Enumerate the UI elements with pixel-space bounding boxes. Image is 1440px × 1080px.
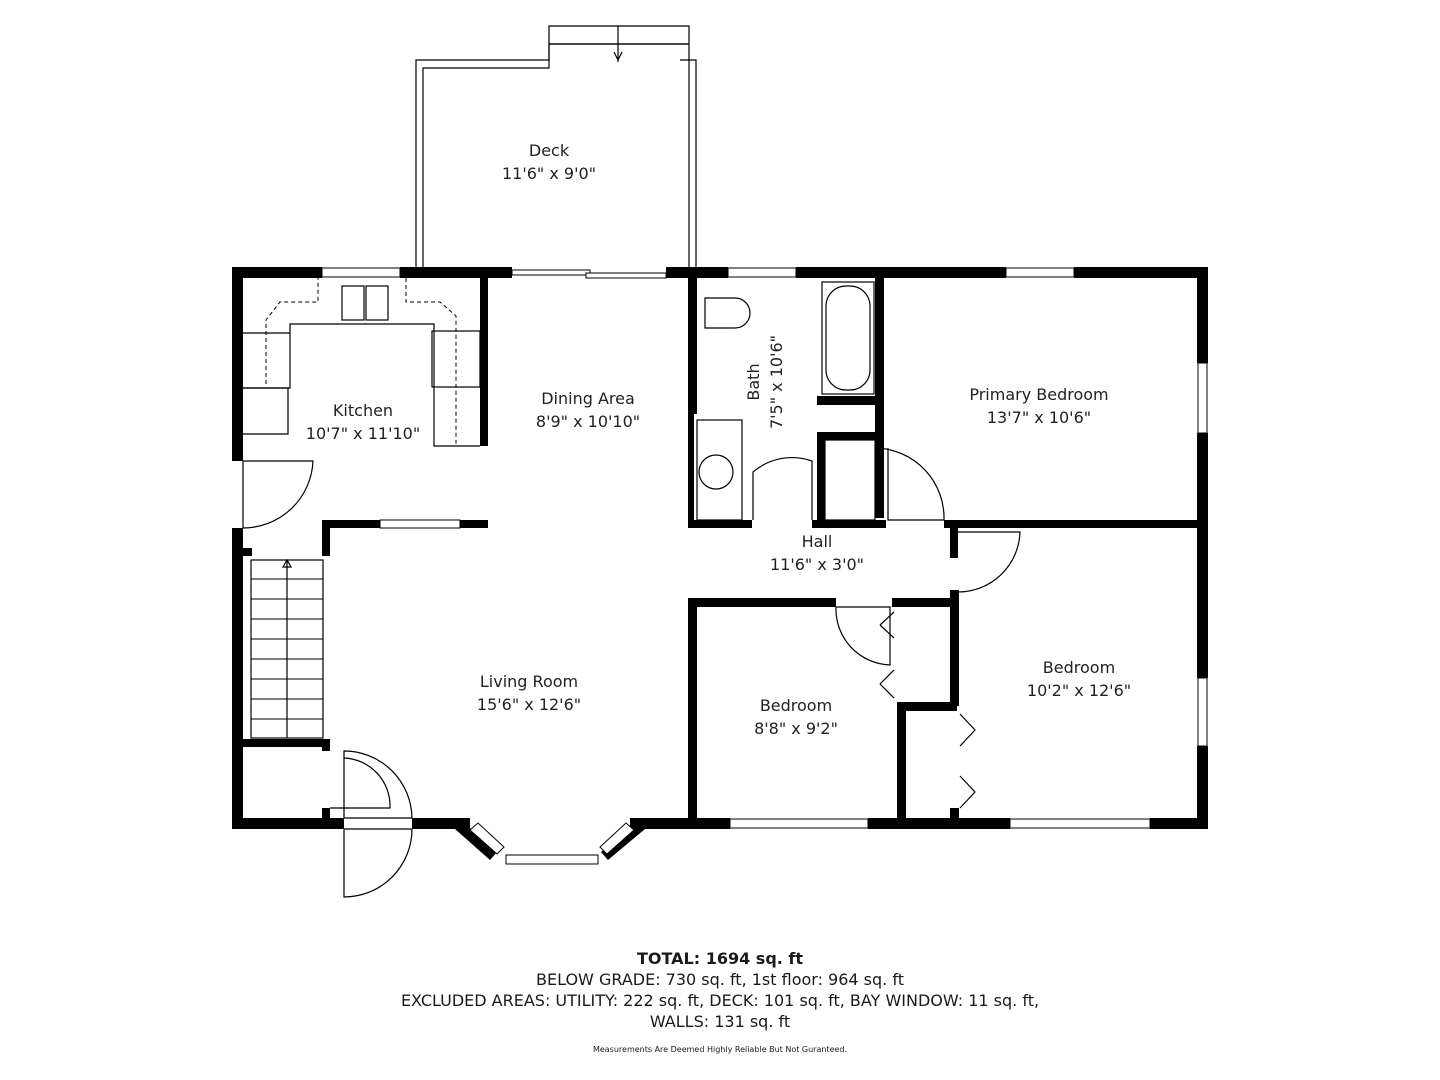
room-label-kitchen: Kitchen 10'7" x 11'10"	[306, 399, 420, 445]
room-dimensions: 8'8" x 9'2"	[754, 719, 838, 738]
walls-area: WALLS: 131 sq. ft	[649, 1012, 791, 1031]
entry-doors	[330, 531, 1021, 898]
room-name: Deck	[528, 141, 570, 160]
room-dimensions: 11'6" x 3'0"	[769, 555, 865, 574]
room-label-living-room: Living Room 15'6" x 12'6"	[477, 670, 581, 716]
room-label-dining: Dining Area 8'9" x 10'10"	[536, 387, 640, 433]
grade-breakdown: BELOW GRADE: 730 sq. ft, 1st floor: 964 …	[536, 970, 904, 989]
deck-outline	[415, 25, 697, 268]
room-label-bedroom-large: Bedroom 10'2" x 12'6"	[1027, 656, 1131, 702]
room-label-primary-bedroom: Primary Bedroom 13'7" x 10'6"	[969, 383, 1108, 429]
room-dimensions: 10'2" x 12'6"	[1026, 681, 1132, 700]
room-dimensions: 15'6" x 12'6"	[476, 695, 582, 714]
disclaimer: Measurements Are Deemed Highly Reliable …	[592, 1045, 848, 1054]
exterior-walls	[232, 267, 1208, 860]
room-name: Bedroom	[759, 696, 833, 715]
bath-fixtures	[696, 281, 945, 521]
area-summary: TOTAL: 1694 sq. ft BELOW GRADE: 730 sq. …	[0, 948, 1440, 1032]
staircase	[250, 558, 324, 739]
room-dimensions: 13'7" x 10'6"	[986, 408, 1092, 427]
excluded-areas: EXCLUDED AREAS: UTILITY: 222 sq. ft, DEC…	[400, 991, 1040, 1010]
room-dimensions: 7'5" x 10'6"	[767, 334, 786, 430]
room-dimensions: 8'9" x 10'10"	[535, 412, 641, 431]
room-label-bedroom-small: Bedroom 8'8" x 9'2"	[754, 694, 838, 740]
total-area: TOTAL: 1694 sq. ft	[636, 949, 804, 968]
room-name: Kitchen	[332, 401, 394, 420]
room-name: Hall	[801, 532, 833, 551]
windows	[321, 267, 1208, 865]
room-label-hall: Hall 11'6" x 3'0"	[770, 530, 864, 576]
room-name: Bedroom	[1042, 658, 1116, 677]
room-name: Dining Area	[541, 389, 635, 408]
room-dimensions: 10'7" x 11'10"	[305, 424, 421, 443]
room-name: Primary Bedroom	[969, 385, 1109, 404]
interior-walls	[232, 278, 1208, 828]
room-name: Bath	[744, 363, 763, 401]
room-dimensions: 11'6" x 9'0"	[501, 164, 597, 183]
room-label-bath: Bath 7'5" x 10'6"	[742, 335, 788, 429]
room-label-deck: Deck 11'6" x 9'0"	[502, 139, 596, 185]
room-name: Living Room	[479, 672, 579, 691]
kitchen-fixtures	[242, 278, 481, 529]
